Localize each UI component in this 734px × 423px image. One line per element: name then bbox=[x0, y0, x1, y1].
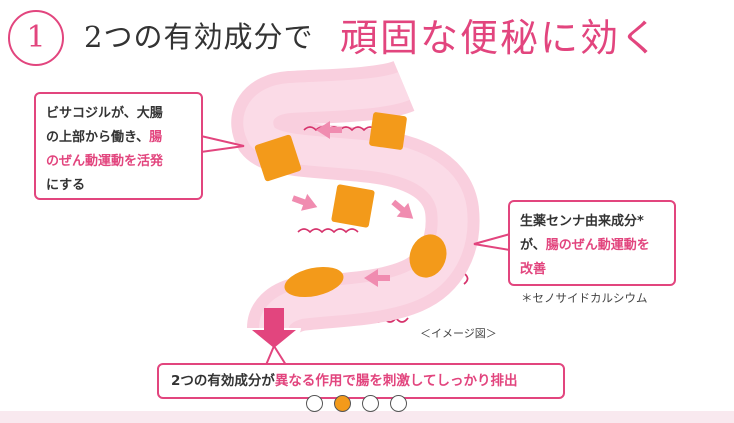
carousel-dot-3[interactable] bbox=[362, 395, 379, 412]
callout-line: にする bbox=[46, 174, 191, 198]
callout-text: にする bbox=[46, 178, 86, 193]
outlet-arrow-stem bbox=[264, 308, 284, 332]
callout-text: ビサコジルが、大腸 bbox=[46, 106, 163, 121]
right-callout-pointer bbox=[473, 232, 511, 252]
intestine-inner-wave-2 bbox=[297, 228, 359, 234]
stool-piece bbox=[284, 266, 344, 298]
bottom-band bbox=[0, 411, 734, 423]
callout-line: の上部から働き、腸 bbox=[46, 126, 191, 150]
stool-piece bbox=[369, 112, 407, 150]
callout-line: 改善 bbox=[520, 258, 664, 282]
carousel-indicator bbox=[306, 395, 407, 415]
callout-line: が、腸のぜん動運動を bbox=[520, 234, 664, 258]
callout-line: のぜん動運動を活発 bbox=[46, 150, 191, 174]
step-number-badge: 1 bbox=[8, 10, 64, 66]
image-caption: ＜イメージ図＞ bbox=[420, 327, 497, 340]
highlight-text: 異なる作用で腸を刺激してしっかり排出 bbox=[274, 373, 518, 389]
highlight-text: のぜん動運動を活発 bbox=[46, 154, 164, 169]
header: 1 2つの有効成分で 頑固な便秘に効く bbox=[0, 0, 734, 70]
carousel-dot-2[interactable] bbox=[334, 395, 351, 412]
movement-arrow-left bbox=[316, 121, 342, 139]
title-highlight: 頑固な便秘に効く bbox=[340, 16, 661, 60]
carousel-dot-1[interactable] bbox=[306, 395, 323, 412]
highlight-text: 腸 bbox=[149, 130, 163, 145]
callout-text: の上部から働き、 bbox=[46, 130, 150, 145]
callout-text: 2つの有効成分が bbox=[171, 373, 275, 389]
bisacodyl-callout: ビサコジルが、大腸の上部から働き、腸のぜん動運動を活発にする bbox=[34, 92, 203, 200]
footnote: ＊セノサイドカルシウム bbox=[521, 291, 648, 305]
stool-piece bbox=[409, 234, 447, 278]
sennoside-callout: 生薬センナ由来成分* が、腸のぜん動運動を改善 bbox=[508, 200, 676, 286]
highlight-text: 腸のぜん動運動を bbox=[545, 238, 650, 253]
movement-arrow-down-right bbox=[391, 199, 414, 219]
callout-text: 生薬センナ由来成分* bbox=[520, 214, 644, 229]
callout-text: が、 bbox=[520, 238, 546, 253]
stool-piece bbox=[331, 184, 375, 228]
intestine-tube-inner bbox=[243, 71, 468, 330]
callout-line: 生薬センナ由来成分* bbox=[520, 210, 664, 234]
movement-arrow-left-2 bbox=[364, 269, 390, 287]
outlet-arrow-head bbox=[252, 330, 296, 348]
carousel-dot-4[interactable] bbox=[390, 395, 407, 412]
stool-piece bbox=[254, 134, 302, 182]
movement-arrow-right bbox=[291, 193, 318, 211]
callout-line: ビサコジルが、大腸 bbox=[46, 102, 191, 126]
title-lead: 2つの有効成分で bbox=[84, 20, 314, 54]
highlight-text: 改善 bbox=[520, 262, 547, 277]
summary-callout: 2つの有効成分が異なる作用で腸を刺激してしっかり排出 bbox=[157, 363, 565, 399]
